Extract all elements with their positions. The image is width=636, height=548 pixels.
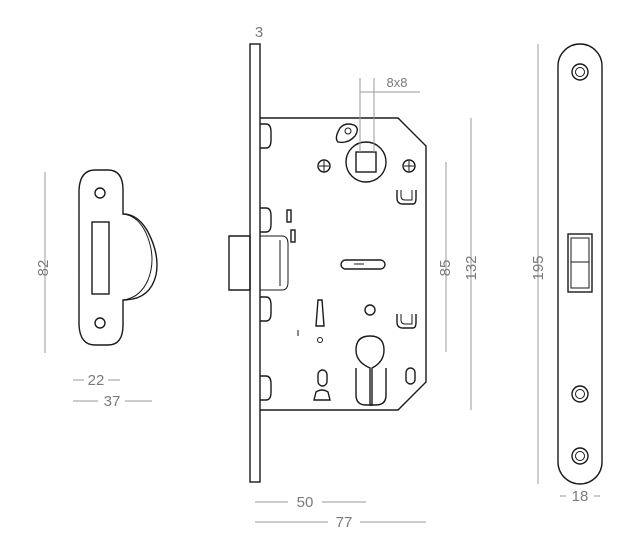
dim-handle-to-cylinder: 85 [437,260,454,277]
latch-bolt [228,235,251,291]
dim-case-depth: 77 [336,514,353,531]
spindle-hub [345,141,387,183]
dim-square-spindle: 8x8 [387,75,408,90]
strike-plate: 82 22 37 [35,169,158,410]
case-screws [317,159,416,173]
faceplate-outline [557,43,603,485]
dim-strike-width: 37 [104,393,121,410]
dim-faceplate-height: 195 [530,255,547,280]
latch-opening [567,233,593,293]
dim-backset: 50 [297,494,314,511]
dim-strike-height: 82 [35,260,52,277]
faceplate-screw-holes [571,63,589,465]
dim-strike-inner-width: 22 [88,372,105,389]
dim-case-height: 132 [463,255,480,280]
lock-case [260,117,427,411]
guide-slot [340,259,386,270]
strike-latch-opening [91,221,110,295]
dim-faceplate-width: 18 [572,488,589,505]
strike-screw-hole-top [94,187,106,199]
faceplate-front: 195 18 [530,43,603,505]
euro-cylinder-cutout [355,335,385,406]
dim-plate-thickness: 3 [255,24,263,41]
lock-body: 3 8x8 [228,24,480,531]
strike-screw-hole-bottom [94,317,106,329]
faceplate-side [249,43,261,483]
square-spindle-hole [355,151,377,173]
mounting-tabs [260,123,272,401]
